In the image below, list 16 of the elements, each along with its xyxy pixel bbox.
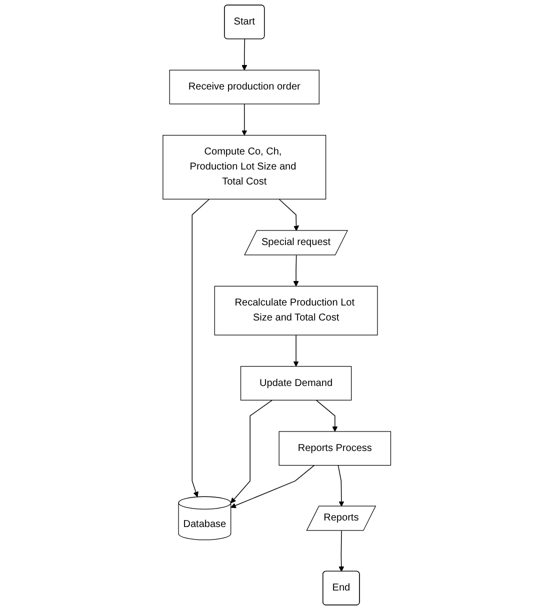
arrow — [230, 400, 272, 504]
arrow — [292, 254, 298, 286]
arrow — [316, 400, 338, 432]
node-box: Compute Co, Ch, Production Lot Size and Total Cost — [162, 134, 326, 200]
arrow — [191, 198, 210, 498]
node-box: Receive production order — [168, 70, 320, 104]
arrow — [278, 198, 299, 232]
arrow — [338, 530, 344, 572]
arrow — [292, 334, 298, 367]
arrow — [230, 464, 314, 508]
arrow — [241, 104, 247, 136]
node-box: Update Demand — [240, 366, 352, 400]
arrow — [241, 38, 247, 70]
node-box: Recalculate Production Lot Size and Total Cost — [214, 286, 378, 336]
arrow — [337, 464, 344, 507]
node-box: Reports Process — [278, 431, 391, 466]
